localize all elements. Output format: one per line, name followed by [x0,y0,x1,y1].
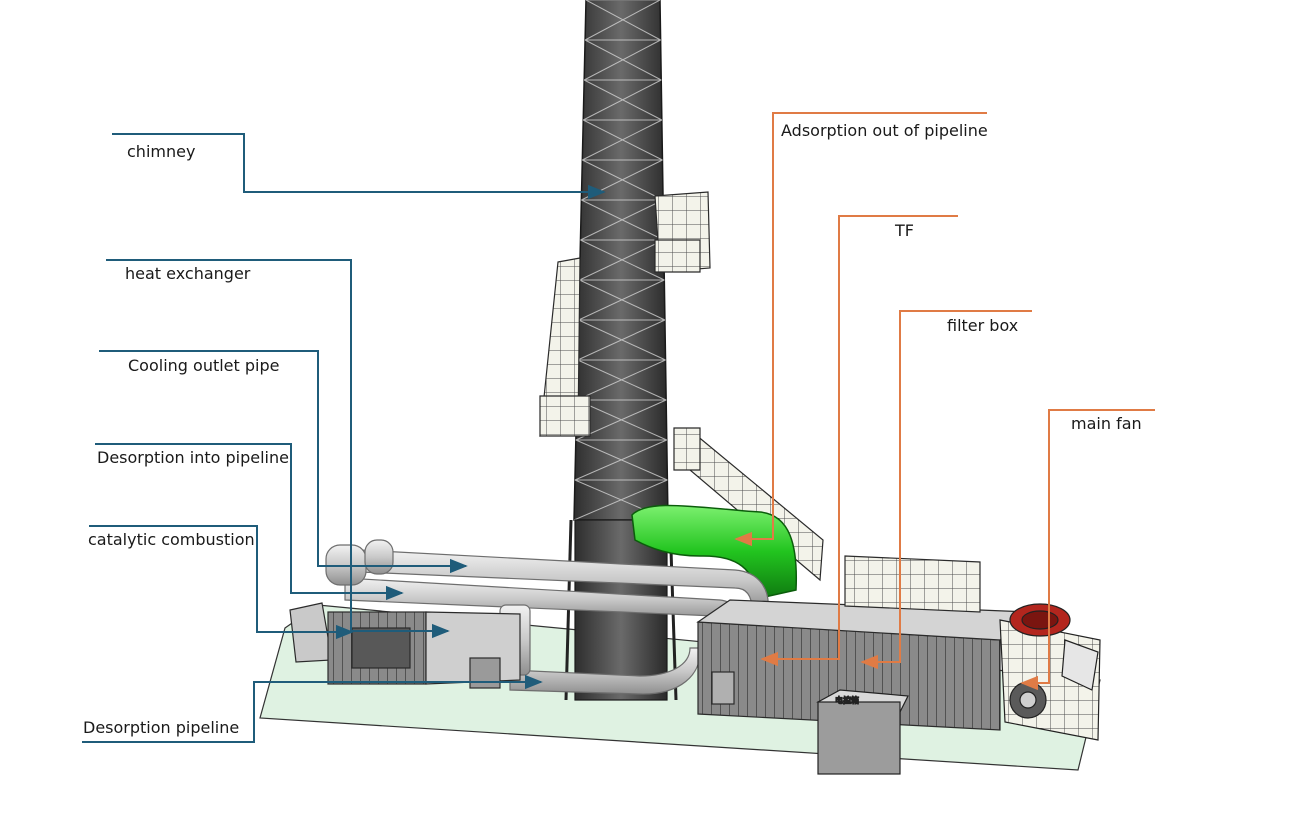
label-main-fan: main fan [1071,414,1142,433]
label-cooling-outlet-pipe: Cooling outlet pipe [128,356,280,375]
label-adsorption-out-of-pipeline: Adsorption out of pipeline [781,121,988,140]
label-chimney: chimney [127,142,196,161]
adsorption-box [696,555,1032,731]
leader-desorption-into-pipeline [95,443,404,601]
label-tf: TF [895,221,914,240]
leader-adsorption-out [734,112,987,547]
leader-heat-exchanger [106,259,450,639]
cabinet-plate: 电控箱 [835,695,859,705]
leader-desorption-pipeline [82,674,543,743]
leader-main-fan [1020,409,1155,691]
leader-catalytic-combustion [89,525,354,640]
label-heat-exchanger: heat exchanger [125,264,251,283]
green-duct [631,504,798,599]
leader-chimney [112,133,606,200]
label-desorption-pipeline: Desorption pipeline [83,718,240,737]
label-catalytic-combustion: catalytic combustion [88,530,255,549]
control-cabinet: 电控箱 [816,689,909,775]
leader-cooling-outlet-pipe [99,350,468,574]
label-desorption-into-pipeline: Desorption into pipeline [97,448,289,467]
leader-tf [760,215,958,667]
combustion-unit [289,602,521,689]
leader-filter-box [860,310,1032,670]
label-filter-box: filter box [947,316,1019,335]
